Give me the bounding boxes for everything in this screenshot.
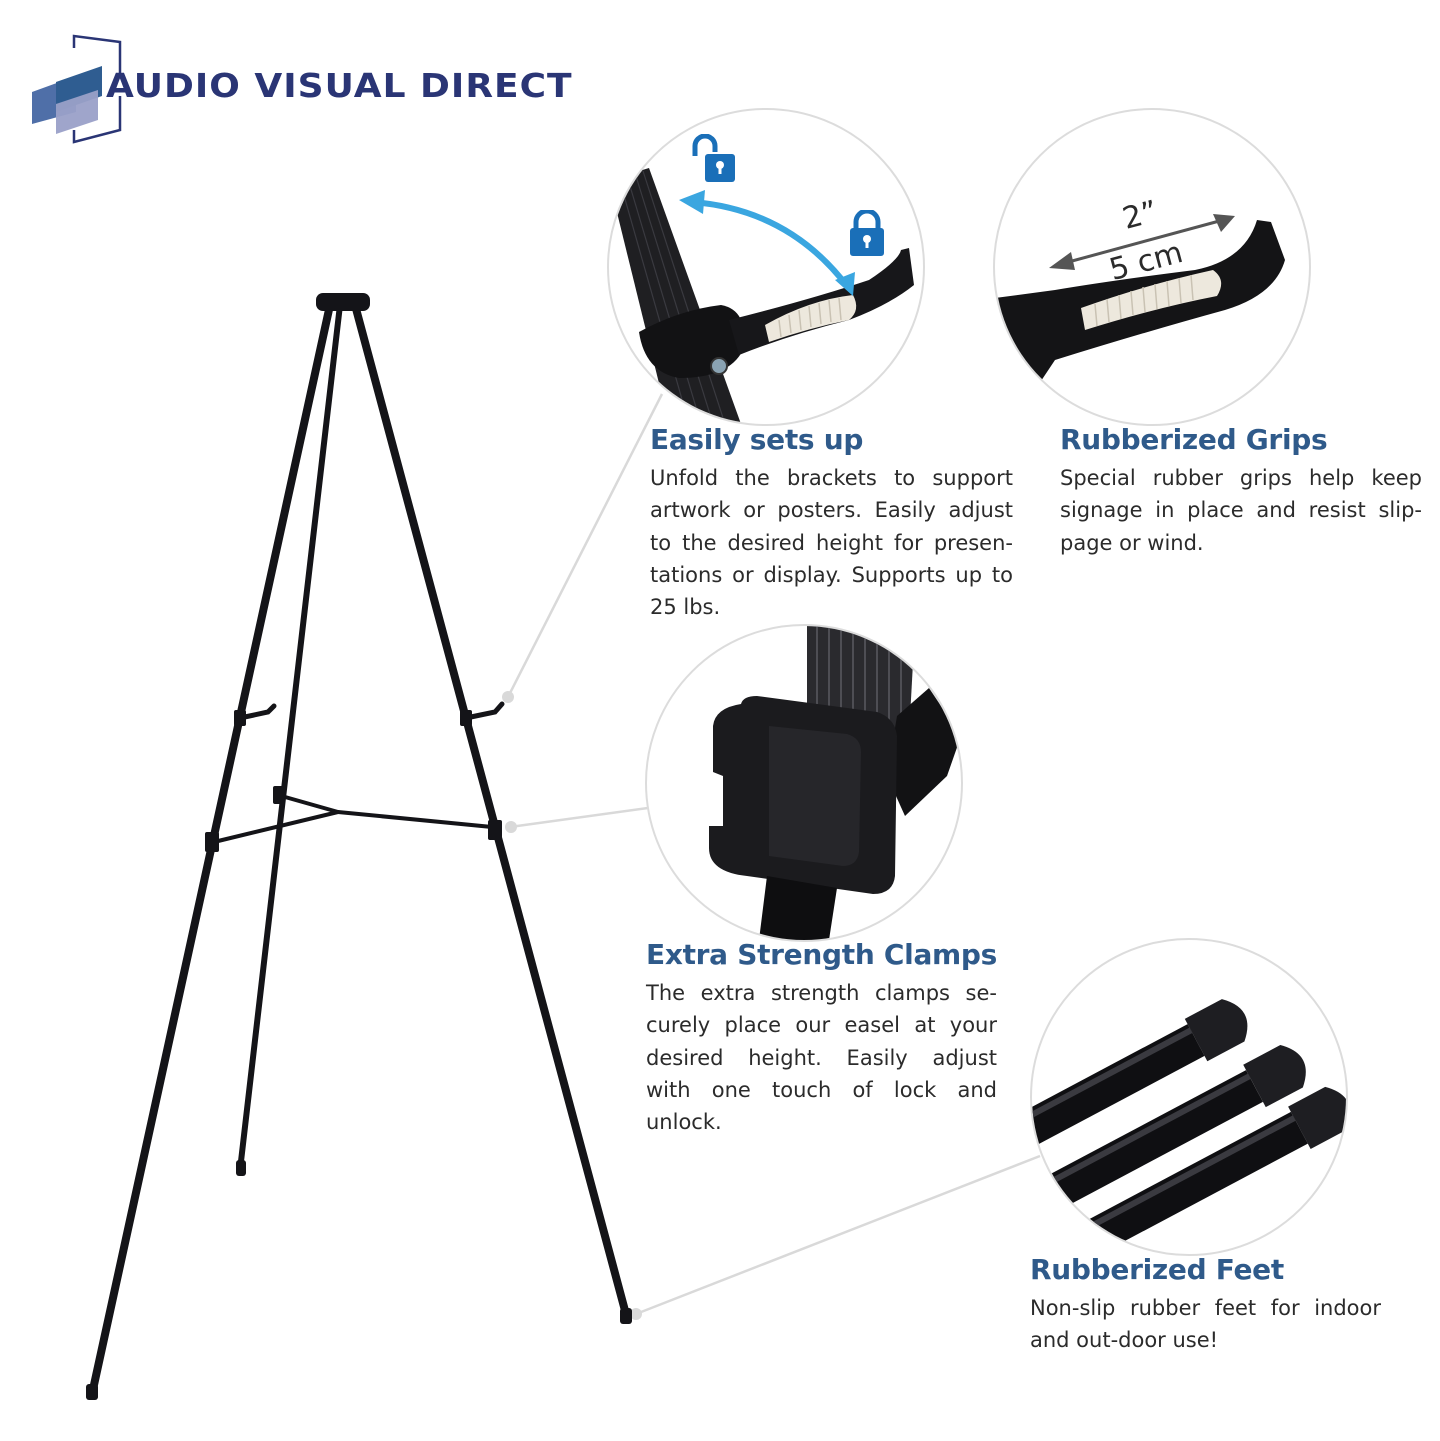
brand-name: AUDIO VISUAL DIRECT — [106, 67, 573, 106]
feature-line: page or wind. — [1060, 530, 1204, 555]
feature-line: to the desired height for presen- — [650, 530, 1013, 555]
feature-line: The extra strength clamps se- — [646, 981, 997, 1005]
dimension-arrow-icon — [1049, 214, 1235, 270]
detail-circle-clamp — [645, 624, 963, 942]
feature-line: and out-door use! — [1030, 1328, 1219, 1353]
easel — [88, 301, 631, 1398]
feature-line: tations or display. Supports up to — [650, 562, 1013, 587]
feature-line: with one touch of lock and — [646, 1077, 997, 1102]
brand-logo-mark-icon — [32, 34, 122, 144]
brand-logo: AUDIO VISUAL DIRECT — [30, 34, 575, 146]
lock-icon — [850, 210, 884, 256]
feature-title-easily-sets-up: Easily sets up — [650, 423, 864, 456]
feature-line: artwork or posters. Easily adjust — [650, 498, 1013, 523]
feature-title-extra-strength-clamps: Extra Strength Clamps — [646, 938, 998, 971]
feature-line: unlock. — [646, 1110, 722, 1135]
feature-line: 25 lbs. — [650, 595, 721, 620]
feature-body-rubberized-grips: Special rubber grips help keep signage i… — [1060, 462, 1422, 559]
feature-line: curely place our easel at your — [646, 1013, 997, 1038]
feature-title-rubberized-grips: Rubberized Grips — [1060, 423, 1328, 456]
detail-circle-grip: 2” 5 cm — [993, 108, 1311, 426]
feature-line: Non-slip rubber feet for indoor — [1030, 1296, 1381, 1320]
feature-line: Special rubber grips help keep — [1060, 466, 1422, 490]
feature-body-easily-sets-up: Unfold the brackets to support artwork o… — [650, 462, 1013, 623]
detail-circle-feet — [1030, 938, 1348, 1256]
detail-circle-bracket — [607, 108, 925, 426]
feature-line: signage in place and resist slip- — [1060, 498, 1422, 523]
unlock-icon — [692, 134, 735, 182]
feature-body-extra-strength-clamps: The extra strength clamps se- curely pla… — [646, 977, 997, 1138]
feature-line: desired height. Easily adjust — [646, 1045, 997, 1070]
feature-title-rubberized-feet: Rubberized Feet — [1030, 1253, 1284, 1286]
feature-body-rubberized-feet: Non-slip rubber feet for indoor and out-… — [1030, 1292, 1381, 1357]
feature-line: Unfold the brackets to support — [650, 466, 1013, 490]
curved-double-arrow-icon — [692, 199, 850, 288]
